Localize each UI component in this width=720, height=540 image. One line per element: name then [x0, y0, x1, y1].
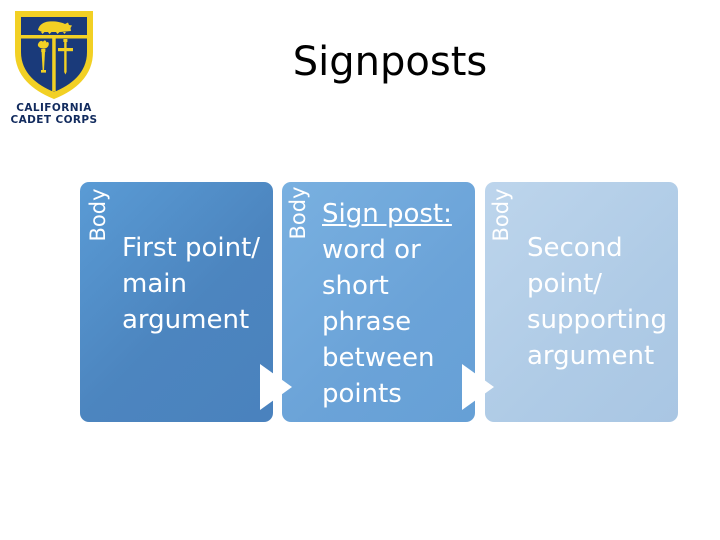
right-triangle-icon-1	[260, 364, 292, 410]
box-label-body-3: Body	[489, 188, 513, 242]
signpost-box-first-point[interactable]: Body First point/ main argument	[80, 182, 273, 422]
sign-post-lead: Sign post:	[322, 199, 452, 229]
logo-caption-line-1: CALIFORNIA	[16, 102, 92, 114]
box-text-second-point: Second point/ supporting argument	[527, 233, 668, 371]
page-title: Signposts	[292, 39, 488, 85]
box-text-first-point: First point/ main argument	[122, 233, 261, 335]
box-label-body-2: Body	[286, 186, 310, 240]
right-triangle-icon-2	[462, 364, 494, 410]
bear-icon	[38, 21, 72, 34]
shield-icon	[15, 11, 93, 100]
logo-caption: CALIFORNIA CADET CORPS	[8, 102, 100, 126]
torch-icon	[37, 40, 49, 73]
sword-icon	[58, 39, 73, 75]
box-label-body-1: Body	[86, 188, 110, 242]
logo-caption-line-2: CADET CORPS	[10, 114, 98, 126]
signpost-box-second-point[interactable]: Body Second point/ supporting argument	[485, 182, 678, 422]
california-cadet-corps-logo: CALIFORNIA CADET CORPS	[8, 6, 100, 128]
signpost-box-sign-post[interactable]: Body Sign post: word or short phrase bet…	[282, 182, 475, 422]
sign-post-rest: word or short phrase between points	[322, 235, 435, 409]
box-text-sign-post: Sign post: word or short phrase between …	[322, 196, 467, 412]
